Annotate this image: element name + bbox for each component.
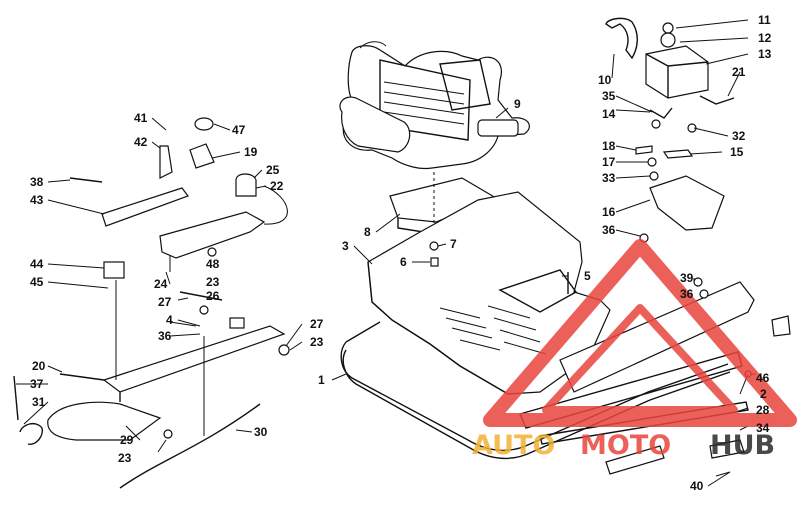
bracket-16 — [649, 175, 725, 231]
callout-15: 15 — [730, 145, 744, 159]
engine-assembly — [339, 41, 530, 170]
callout-23b: 23 — [310, 335, 324, 349]
bumper-frame-end — [345, 321, 381, 343]
callout-6: 6 — [400, 255, 407, 269]
callout-38: 38 — [30, 175, 44, 189]
bolt-40 — [715, 471, 731, 477]
callout-2: 2 — [760, 387, 767, 401]
callout-35: 35 — [602, 89, 616, 103]
callout-36a: 36 — [158, 329, 172, 343]
callout-20: 20 — [32, 359, 46, 373]
callout-46: 46 — [756, 371, 770, 385]
callout-23c: 23 — [118, 451, 132, 465]
callout-19: 19 — [244, 145, 258, 159]
washer-17 — [647, 157, 657, 167]
washer-7 — [429, 241, 439, 251]
callout-7: 7 — [450, 237, 457, 251]
bracket-15 — [662, 149, 694, 159]
watermark-hub: HUB — [710, 430, 775, 461]
callout-29: 29 — [120, 433, 134, 447]
callout-21: 21 — [732, 65, 746, 79]
callout-10: 10 — [598, 73, 612, 87]
callout-17: 17 — [602, 155, 616, 169]
clip-46 — [771, 315, 791, 337]
callout-labels: 1 2 3 4 5 6 7 8 9 10 11 12 13 14 15 16 1… — [30, 13, 772, 493]
callout-28: 28 — [756, 403, 770, 417]
callout-32: 32 — [732, 129, 746, 143]
callout-43: 43 — [30, 193, 44, 207]
watermark-moto: MOTO — [580, 430, 671, 461]
watermark-triangle-inner — [542, 304, 738, 414]
callout-3: 3 — [342, 239, 349, 253]
nut-33 — [649, 171, 659, 181]
callout-42: 42 — [134, 135, 148, 149]
callout-16: 16 — [602, 205, 616, 219]
callout-30: 30 — [254, 425, 268, 439]
callout-23a: 23 — [206, 275, 220, 289]
callout-8: 8 — [364, 225, 371, 239]
fuel-tank-assembly — [605, 17, 735, 133]
callout-25: 25 — [266, 163, 280, 177]
callout-41: 41 — [134, 111, 148, 125]
callout-18: 18 — [602, 139, 616, 153]
nut-39 — [693, 277, 703, 287]
bumper-frame-inner — [340, 341, 729, 452]
callout-1: 1 — [318, 373, 325, 387]
callout-5: 5 — [584, 269, 591, 283]
callout-12: 12 — [758, 31, 772, 45]
callout-48: 48 — [206, 257, 220, 271]
callout-36c: 36 — [602, 223, 616, 237]
callout-37: 37 — [30, 377, 44, 391]
skid-plate-40b — [709, 439, 745, 459]
callout-27a: 27 — [158, 295, 172, 309]
bumper-frame — [342, 349, 731, 460]
skid-plate-40a — [605, 445, 665, 475]
callout-14: 14 — [602, 107, 616, 121]
callout-11: 11 — [758, 13, 771, 27]
callout-9: 9 — [514, 97, 521, 111]
nut-6 — [430, 257, 439, 267]
leader-lines — [16, 19, 756, 487]
callout-44: 44 — [30, 257, 44, 271]
callout-36b: 36 — [680, 287, 694, 301]
watermark-logo: AUTO MOTO HUB — [472, 239, 797, 461]
callout-33: 33 — [602, 171, 616, 185]
callout-4: 4 — [166, 313, 173, 327]
callout-27b: 27 — [310, 317, 324, 331]
callout-40: 40 — [690, 479, 704, 493]
callout-22: 22 — [270, 179, 284, 193]
nut-36b — [699, 289, 709, 299]
callout-39: 39 — [680, 271, 694, 285]
bolt-18 — [635, 145, 653, 155]
callout-26: 26 — [206, 289, 220, 303]
callout-34: 34 — [756, 421, 770, 435]
callout-47: 47 — [232, 123, 246, 137]
watermark-auto: AUTO — [472, 430, 555, 461]
callout-45: 45 — [30, 275, 44, 289]
callout-13: 13 — [758, 47, 772, 61]
callout-24: 24 — [154, 277, 168, 291]
left-suspension-assembly — [13, 117, 290, 489]
callout-31: 31 — [32, 395, 46, 409]
watermark-triangle-outer — [483, 239, 797, 427]
